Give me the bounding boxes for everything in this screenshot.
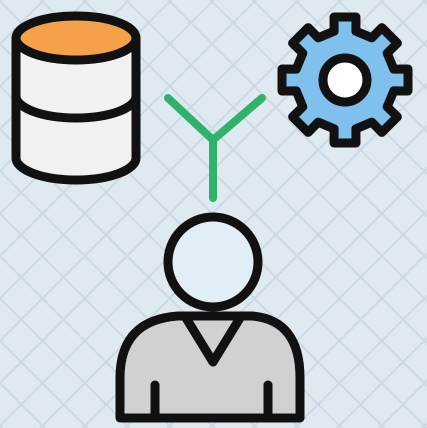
gear-hole (318, 53, 372, 107)
user-icon (115, 212, 305, 423)
database-icon (11, 11, 141, 185)
merge-connector-icon (164, 94, 266, 202)
gear-icon (277, 12, 413, 148)
